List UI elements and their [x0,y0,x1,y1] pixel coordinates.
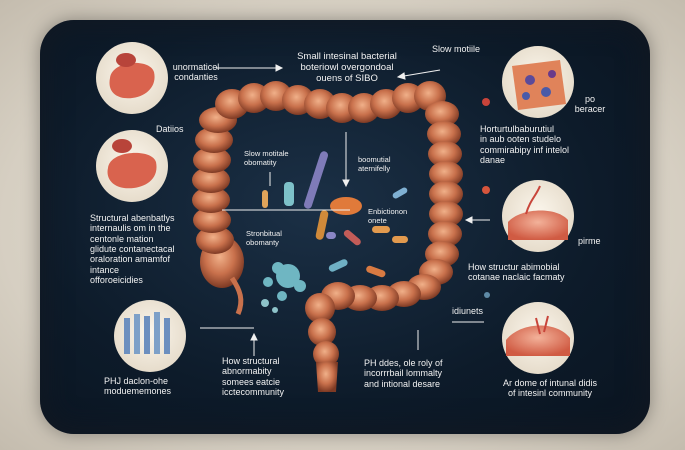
bacteria-cluster [261,98,490,313]
inset-bottom-left [114,300,186,372]
inset-top-left [96,42,168,114]
inset-left-mid [96,130,168,202]
label-right-pirme: pirme [578,236,601,246]
arrows [200,64,490,356]
descending-colon [407,101,463,300]
sigmoid-colon [305,281,421,392]
ascending-colon [192,107,244,315]
label-top-right: Slow motiile [432,44,481,54]
label-left-mid: Datiios [156,124,184,134]
inset-right-mid [502,180,574,252]
inset-top-right [502,46,574,118]
transverse-colon [215,81,446,123]
inset-bottom-right [502,302,574,374]
label-right-idiu: idiunets [452,306,484,316]
